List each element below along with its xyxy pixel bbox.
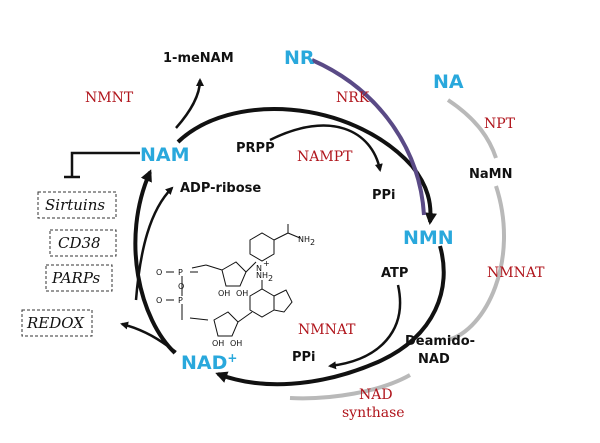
o-minus-2-label: O [156, 296, 162, 305]
deamido-label-line2: NAD [418, 352, 450, 367]
oh1-label: OH [218, 289, 230, 298]
nmnt-label: NMNT [85, 90, 134, 106]
nh2-adenine-sub: 2 [268, 274, 273, 283]
nrk-label: NRK [336, 90, 370, 106]
arrow-prpp-to-ppi [269, 124, 383, 172]
nad-synthase-label-line2: synthase [342, 405, 405, 421]
sirtuins-box [37, 191, 117, 219]
n-plus-label: N [256, 264, 262, 273]
n-plus-charge: + [263, 259, 270, 268]
arrow-atp-to-ppi [328, 284, 402, 370]
na-pathway-upper [446, 98, 498, 159]
oh3-label: OH [212, 339, 224, 348]
nh2-adenine-label: NH [256, 271, 268, 280]
nad-superscript: + [227, 351, 237, 365]
nh2-top-label: NH [298, 235, 310, 244]
nmnat-right-label: NMNAT [487, 265, 545, 281]
arrow-nam-to-menam [175, 78, 204, 129]
o-bridge-label: O [178, 282, 184, 291]
adp-ribose-label: ADP-ribose [180, 181, 261, 196]
atp-label: ATP [381, 266, 408, 281]
oh4-label: OH [230, 339, 242, 348]
na-label: NA [433, 71, 464, 93]
nmn-label: NMN [403, 227, 454, 249]
menam-label: 1-meNAM [163, 51, 234, 66]
nam-label: NAM [140, 144, 190, 166]
arc-nmn-to-nad [215, 245, 446, 387]
o-minus-1-label: O [156, 268, 162, 277]
oh2-label: OH [236, 289, 248, 298]
namn-label: NaMN [469, 167, 512, 182]
cd38-label: CD38 [58, 234, 101, 252]
arrow-nr-to-nmn [311, 58, 426, 216]
parps-box [45, 264, 113, 292]
nad-text: NAD [181, 352, 227, 374]
p2-label: P [178, 296, 183, 305]
prpp-label: PRPP [236, 141, 275, 156]
nr-label: NR [284, 47, 315, 69]
nmnat-lower-label: NMNAT [298, 322, 356, 338]
na-pathway-lower [447, 185, 506, 342]
nampt-label: NAMPT [297, 149, 353, 165]
nad-structure [166, 224, 301, 337]
ppi-bottom-label: PPi [292, 350, 316, 365]
deamido-label-line1: Deamido- [405, 334, 475, 349]
nad-plus-label: NAD+ [181, 351, 237, 374]
nh2-top-sub: 2 [310, 238, 315, 247]
npt-label: NPT [484, 116, 516, 132]
arrow-to-adp-ribose [134, 186, 174, 301]
redox-label: REDOX [26, 314, 85, 332]
ppi-top-label: PPi [372, 188, 396, 203]
inhibition-nam-sirtuins [70, 151, 140, 176]
p1-label: P [178, 268, 183, 277]
arc-nam-to-nmn [176, 107, 437, 225]
cd38-box [49, 229, 117, 257]
redox-box [21, 309, 93, 337]
parps-label: PARPs [51, 269, 101, 287]
sirtuins-label: Sirtuins [45, 196, 105, 214]
na-pathway-deamido [289, 373, 411, 401]
nad-synthase-label-line1: NAD [359, 387, 393, 403]
arrow-to-redox [120, 321, 177, 354]
